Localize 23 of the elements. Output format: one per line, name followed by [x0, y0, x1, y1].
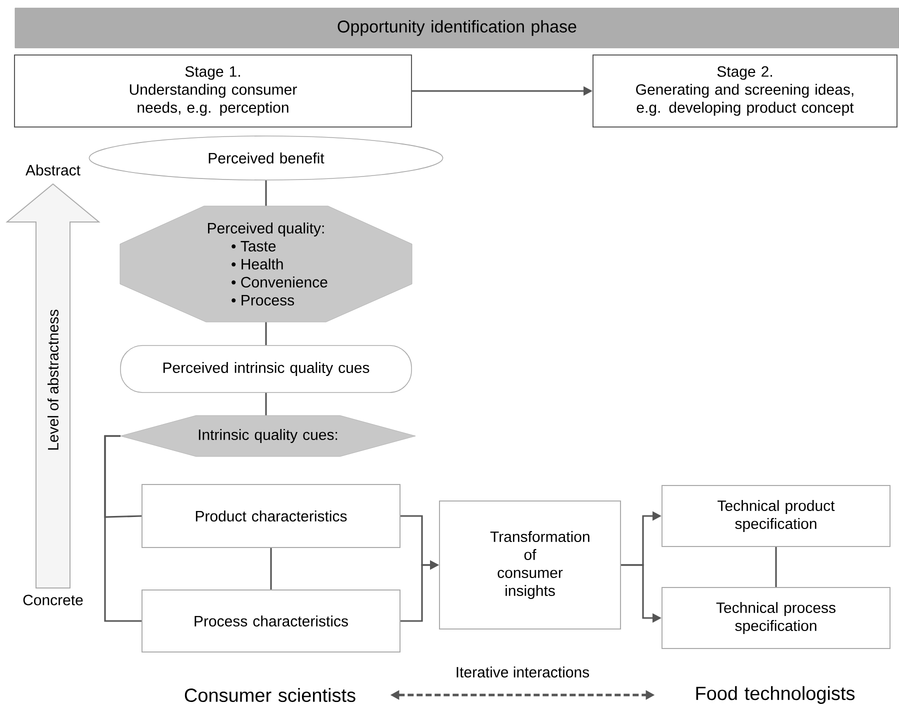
stage-box: Stage 1. Understanding consumer needs, e.g. perception — [14, 54, 412, 128]
specification-box: Technical process specification — [662, 587, 891, 649]
process-box: Product characteristics — [142, 484, 400, 548]
process-box: Transformation of consumer insights — [439, 500, 621, 630]
connector-line — [265, 180, 267, 206]
connector-line — [270, 548, 272, 590]
stage-box: Stage 2. Generating and screening ideas, e.g. developing product concept — [592, 54, 898, 128]
axis-label: Concrete — [23, 594, 83, 606]
connector-line — [775, 547, 777, 587]
cues-box: Perceived intrinsic quality cues — [120, 345, 412, 393]
phase-banner: Opportunity identification phase — [14, 8, 899, 48]
cues-hexagon: Intrinsic quality cues: — [120, 415, 416, 457]
axis-label: Level of abstractness — [48, 310, 58, 450]
edge-label: Iterative interactions — [456, 666, 590, 678]
connector-line — [104, 435, 142, 622]
connector-line — [265, 322, 267, 346]
specification-box: Technical product specification — [662, 485, 891, 547]
process-box: Process characteristics — [142, 590, 400, 652]
role-label: Consumer scientists — [184, 688, 356, 702]
axis-label: Abstract — [26, 164, 80, 176]
quality-octagon: Perceived quality: • Taste • Health • Convenience • Process — [120, 206, 412, 322]
role-label: Food technologists — [696, 686, 855, 704]
connector-line — [265, 392, 267, 416]
